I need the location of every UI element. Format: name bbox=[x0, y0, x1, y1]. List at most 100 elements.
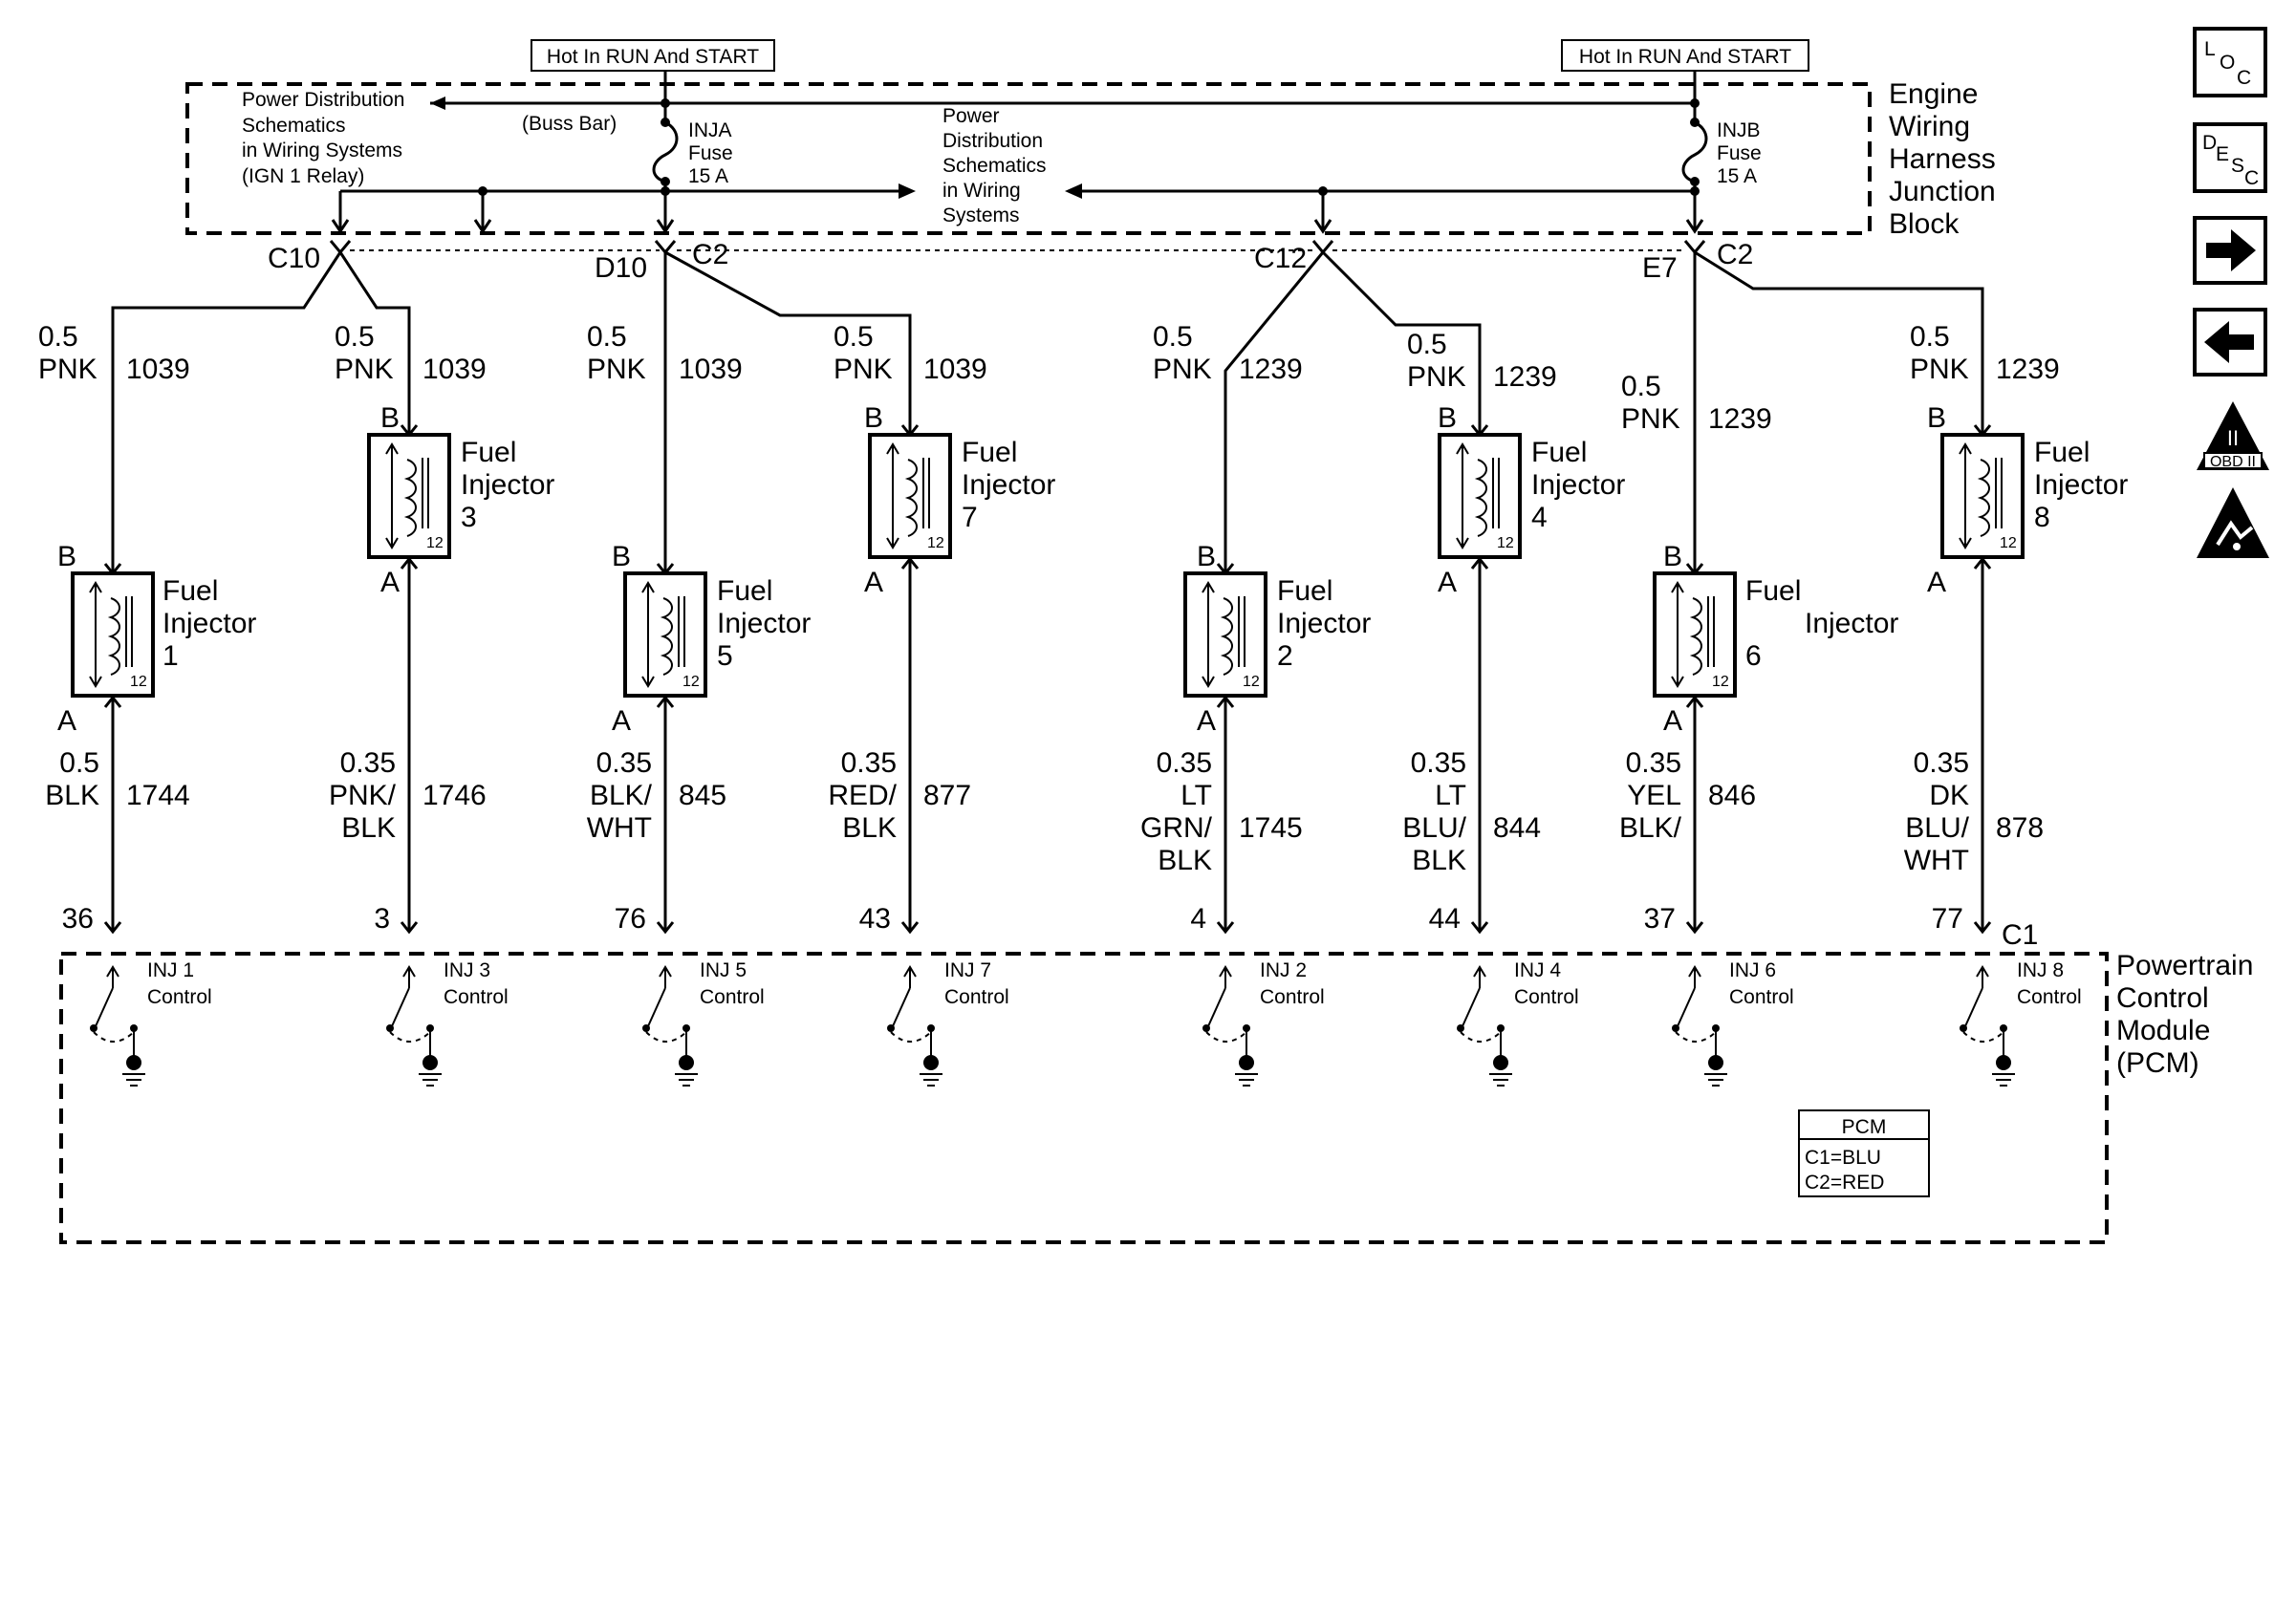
injector-name: 2 bbox=[1277, 640, 1293, 672]
switch-dashed-link bbox=[93, 1031, 135, 1043]
nav-next-button[interactable] bbox=[2193, 216, 2267, 285]
inj-control-label: INJ 7 bbox=[944, 959, 991, 981]
power-dist-center-line: Schematics bbox=[942, 155, 1047, 177]
pcm-name: Powertrain Control Module (PCM) bbox=[2116, 950, 2253, 1079]
upper-wire-spec: PNK bbox=[38, 354, 97, 385]
fuse-b-label: INJB bbox=[1717, 119, 1761, 141]
switch-blade bbox=[647, 987, 666, 1027]
pcm-pin-chevron-icon bbox=[1470, 921, 1489, 935]
inj-control-label: Control bbox=[444, 986, 509, 1008]
fuel-injector-2-box bbox=[1183, 571, 1267, 698]
ground-node bbox=[126, 1055, 141, 1070]
injector-name: 1 bbox=[162, 640, 179, 672]
lower-wire-spec: 0.35 bbox=[596, 747, 652, 779]
pcm-name-line: (PCM) bbox=[2116, 1047, 2199, 1079]
connector-c12-icon bbox=[1311, 240, 1334, 255]
injector-pin-b: B bbox=[1197, 541, 1216, 572]
loc-letter: L bbox=[2204, 38, 2216, 60]
switch-dashed-link bbox=[890, 1031, 932, 1043]
upper-wire-spec: PNK bbox=[1407, 361, 1466, 393]
pcm-pin-chevron-icon bbox=[400, 921, 419, 935]
coil-arrow-up-icon bbox=[89, 581, 102, 593]
inj-control-label: INJ 3 bbox=[444, 959, 490, 981]
power-dist-left: Power Distribution Schematics in Wiring … bbox=[242, 89, 404, 187]
switch-arrow-icon bbox=[1688, 965, 1701, 978]
power-dist-left-line: Power Distribution bbox=[242, 89, 404, 111]
lower-wire-spec: BLK/ bbox=[1619, 812, 1682, 844]
splice-dot bbox=[1690, 186, 1700, 196]
nav-loc-button[interactable]: L O C bbox=[2193, 27, 2267, 97]
switch-arrow-icon bbox=[1976, 965, 1989, 978]
lower-wire-spec: 0.35 bbox=[340, 747, 396, 779]
fuse-terminal bbox=[1690, 118, 1700, 127]
upper-circuit-number: 1239 bbox=[1996, 354, 2060, 385]
lower-wire-spec: BLK bbox=[842, 812, 897, 844]
pcm-pin-number: 44 bbox=[1429, 903, 1461, 935]
injector-pin-a: A bbox=[1927, 567, 1946, 598]
coil-arrow-down-icon bbox=[886, 537, 899, 549]
injector-pin-a: A bbox=[380, 567, 400, 598]
splice-dot bbox=[661, 98, 670, 108]
injector-name: Injector bbox=[1277, 608, 1371, 639]
pcm-boundary bbox=[59, 952, 2109, 1244]
junction-block-line: Engine bbox=[1889, 78, 1978, 110]
switch-dashed-link bbox=[1460, 1031, 1502, 1043]
lower-circuit-number: 1746 bbox=[422, 780, 487, 811]
upper-wire-spec: 0.5 bbox=[335, 321, 375, 353]
desc-letter: D bbox=[2202, 132, 2217, 154]
arrow-down-icon bbox=[331, 219, 350, 234]
solenoid-coil-icon bbox=[403, 459, 417, 537]
injector-pin-b: B bbox=[1438, 402, 1457, 434]
lower-wire-spec: BLK bbox=[1158, 845, 1212, 876]
upper-wire-spec: 0.5 bbox=[587, 321, 627, 353]
junction-block-line: Harness bbox=[1889, 143, 1996, 175]
wire-to-injector-8 bbox=[1694, 250, 1984, 435]
nav-desc-button[interactable]: D E S C bbox=[2193, 122, 2267, 193]
lower-wire-spec: LT bbox=[1180, 780, 1212, 811]
switch-dashed-link bbox=[1675, 1031, 1717, 1043]
power-dist-center-line: Systems bbox=[942, 204, 1020, 226]
lower-wire-spec: YEL bbox=[1627, 780, 1681, 811]
pcm-pin-chevron-icon bbox=[103, 921, 122, 935]
power-dist-left-line: (IGN 1 Relay) bbox=[242, 165, 364, 187]
nav-prev-button[interactable] bbox=[2193, 308, 2267, 377]
injector-name: Fuel bbox=[1531, 437, 1587, 468]
junction-block-line: Block bbox=[1889, 208, 1960, 240]
obd-numeral: II bbox=[2227, 426, 2239, 450]
pcm-pin-number: 77 bbox=[1932, 903, 1963, 935]
inj-control-label: Control bbox=[700, 986, 765, 1008]
inj-control-label: Control bbox=[1514, 986, 1579, 1008]
inj-control-label: INJ 2 bbox=[1260, 959, 1307, 981]
splice-dot bbox=[661, 186, 670, 196]
inj-control-label: Control bbox=[1260, 986, 1325, 1008]
wire-to-injector-2 bbox=[1224, 251, 1325, 573]
lower-wire-spec: WHT bbox=[587, 812, 652, 844]
upper-wire-spec: 0.5 bbox=[38, 321, 78, 353]
arrow-right-icon bbox=[899, 183, 916, 199]
lower-wire-spec: BLK/ bbox=[590, 780, 653, 811]
injector-name: 6 bbox=[1745, 640, 1762, 672]
power-dist-center: Power Distribution Schematics in Wiring … bbox=[942, 105, 1047, 226]
injector-name: Fuel bbox=[461, 437, 516, 468]
switch-contact bbox=[1457, 1024, 1464, 1032]
pcm-pin-number: 43 bbox=[859, 903, 891, 935]
ground-node bbox=[679, 1055, 694, 1070]
injector-pin-a: A bbox=[57, 705, 76, 737]
ground-node bbox=[1708, 1055, 1723, 1070]
injector-pin-a: A bbox=[864, 567, 883, 598]
upper-wire-spec: 0.5 bbox=[1621, 371, 1661, 402]
solenoid-coil-icon bbox=[107, 597, 120, 676]
upper-circuit-number: 1239 bbox=[1239, 354, 1303, 385]
injector-name: Fuel bbox=[2034, 437, 2090, 468]
inj-control-label: INJ 1 bbox=[147, 959, 194, 981]
upper-wire-spec: PNK bbox=[1621, 403, 1680, 435]
fuel-injector-7-box bbox=[868, 433, 952, 559]
connector-d10-c2-label: C2 bbox=[692, 239, 728, 270]
splice-dot bbox=[1690, 98, 1700, 108]
inj-control-label: INJ 4 bbox=[1514, 959, 1561, 981]
upper-wire-spec: 0.5 bbox=[1910, 321, 1950, 353]
switch-dashed-link bbox=[645, 1031, 687, 1043]
ground-node bbox=[422, 1055, 438, 1070]
connector-e7-c2-label: C2 bbox=[1717, 239, 1753, 270]
